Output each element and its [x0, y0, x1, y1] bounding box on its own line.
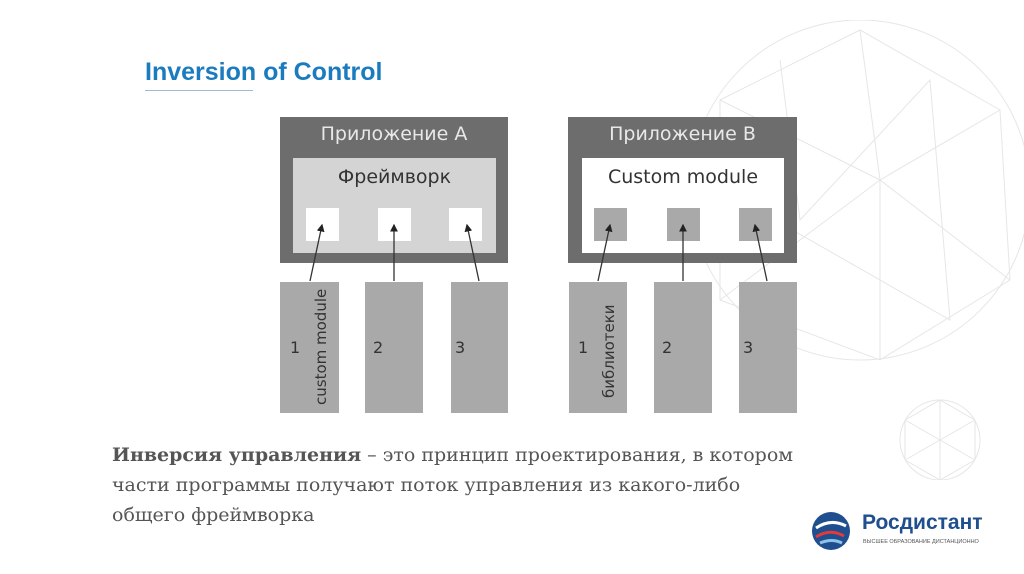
arrow-a3 [464, 223, 480, 282]
logo-name: Росдистант [862, 511, 983, 534]
library-column-b2 [654, 282, 712, 413]
column-number: 2 [373, 338, 384, 357]
logo-globe-icon [812, 512, 850, 550]
definition-body: – это принцип проектирования, в котором … [112, 444, 794, 526]
custom-module-label: Custom module [607, 166, 759, 188]
column-number: 3 [455, 338, 466, 357]
column-number: 1 [578, 338, 589, 357]
column-number: 2 [662, 338, 673, 357]
arrow-a1 [309, 223, 325, 282]
definition-text: Инверсия управления – это принцип проект… [112, 440, 812, 530]
library-column-b3 [739, 282, 797, 413]
arrow-b1 [597, 223, 613, 282]
title-underline [145, 90, 253, 91]
logo-tagline: ВЫСШЕЕ ОБРАЗОВАНИЕ ДИСТАНЦИОННО [863, 539, 979, 545]
arrow-b3 [752, 223, 768, 282]
app-b-title: Приложение B [609, 123, 756, 145]
library-column-b1 [569, 282, 627, 413]
framework-label: Фреймворк [337, 166, 452, 188]
slide-title: Inversion of Control [145, 58, 383, 86]
module-column-a3 [451, 282, 508, 413]
app-a-title: Приложение A [320, 123, 468, 145]
column-number: 3 [743, 338, 754, 357]
definition-term: Инверсия управления [112, 444, 362, 466]
rosdistant-logo: Росдистант ВЫСШЕЕ ОБРАЗОВАНИЕ ДИСТАНЦИОН… [810, 508, 1000, 554]
module-column-a2 [365, 282, 423, 413]
module-column-a1 [280, 282, 339, 413]
column-number: 1 [290, 338, 301, 357]
